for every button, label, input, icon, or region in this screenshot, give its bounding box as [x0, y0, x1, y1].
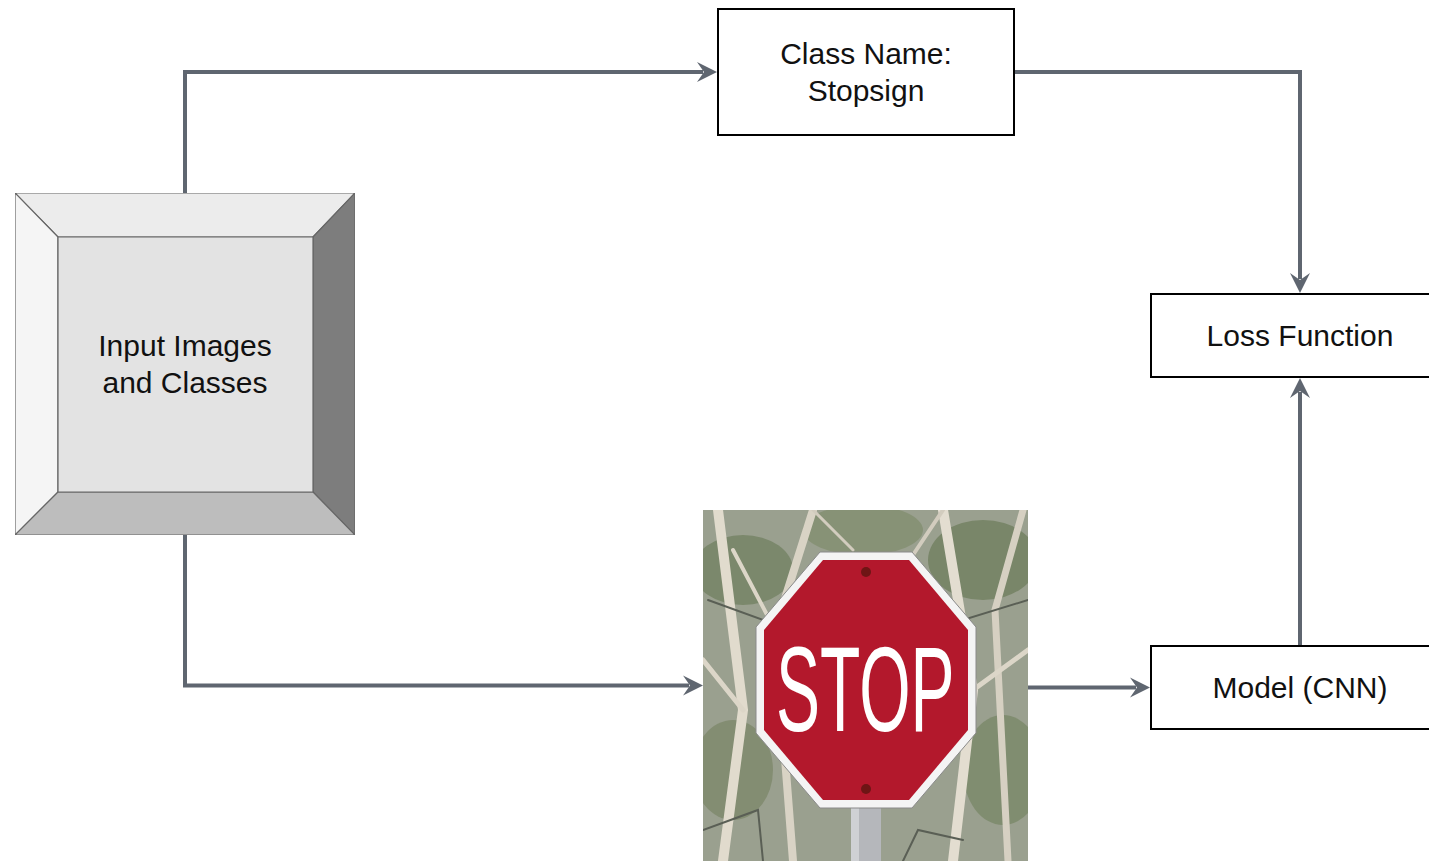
arrow-head [1290, 273, 1310, 293]
flow-arrow [1015, 72, 1310, 293]
arrow-head [1130, 678, 1150, 698]
flow-arrow [185, 535, 703, 696]
input-store: Input Images and Classes [15, 193, 355, 535]
connector-line [1028, 686, 1136, 690]
arrow-head [697, 62, 717, 82]
node-label: Loss Function [1207, 317, 1394, 355]
loss-function-box: Loss Function [1150, 293, 1429, 378]
stop-sign-photo: STOP [703, 510, 1028, 861]
connector-line [185, 535, 689, 686]
node-label: Class Name: Stopsign [751, 35, 981, 110]
connector-line [185, 72, 703, 193]
bevel-outline [15, 193, 355, 535]
flow-arrow [1290, 378, 1310, 645]
flow-arrow [185, 62, 717, 193]
flow-arrow [1028, 678, 1150, 698]
connector-line [1298, 392, 1302, 645]
sign-lettering: STOP [776, 629, 955, 749]
model-box: Model (CNN) [1150, 645, 1429, 730]
node-label: Input Images and Classes [80, 327, 290, 402]
arrow-head [1290, 378, 1310, 398]
arrow-head [683, 676, 703, 696]
node-label: Model (CNN) [1212, 669, 1387, 707]
class-label-box: Class Name: Stopsign [717, 8, 1015, 136]
connector-line [1015, 72, 1300, 279]
